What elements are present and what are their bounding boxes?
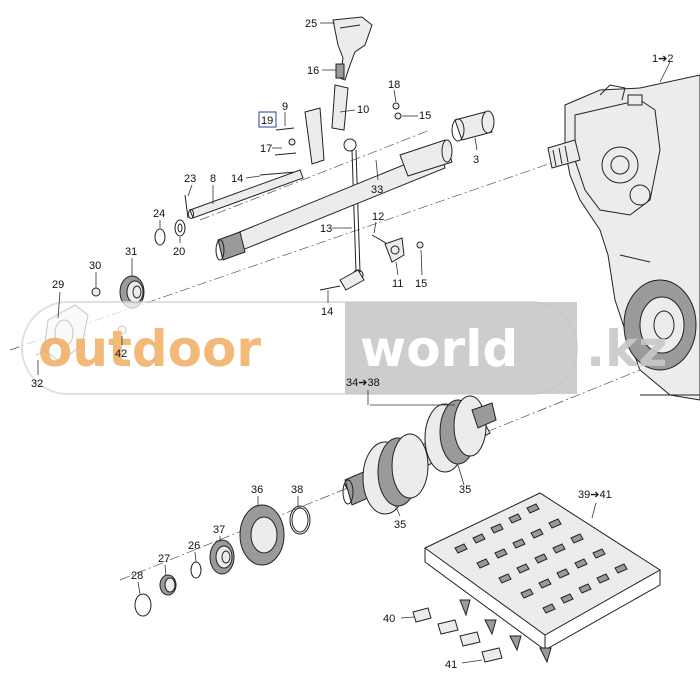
callout-10: 10 bbox=[357, 104, 369, 116]
spring bbox=[335, 63, 345, 79]
callout-24: 24 bbox=[153, 208, 165, 220]
ring-38 bbox=[289, 505, 311, 535]
callout-29: 29 bbox=[52, 279, 64, 291]
track-cleat bbox=[542, 603, 556, 614]
callout-13: 13 bbox=[320, 223, 332, 235]
track-cleat bbox=[526, 503, 540, 514]
watermark-kz: .kz bbox=[586, 320, 667, 378]
bearing-37 bbox=[209, 539, 235, 575]
track-cleat bbox=[454, 543, 468, 554]
bracket-11 bbox=[371, 234, 405, 263]
callout-25: 25 bbox=[305, 18, 317, 30]
callout-40: 40 bbox=[383, 613, 395, 625]
circlip-28 bbox=[134, 593, 152, 617]
bearing-31 bbox=[119, 275, 145, 309]
track-cleat bbox=[494, 548, 508, 559]
watermark-world: world bbox=[360, 320, 518, 378]
sleeve bbox=[451, 110, 495, 142]
gearbox-housing bbox=[547, 74, 700, 401]
callout-23: 23 bbox=[184, 173, 196, 185]
track-cleat bbox=[556, 568, 570, 579]
track-cleat bbox=[552, 543, 566, 554]
callout-34-to-38: 34➔38 bbox=[346, 377, 380, 389]
small-bolts bbox=[184, 102, 424, 291]
callout-33: 33 bbox=[371, 184, 383, 196]
callout-15a: 15 bbox=[419, 110, 431, 122]
track-cleat bbox=[538, 578, 552, 589]
leader-lines bbox=[37, 22, 671, 664]
callout-38: 38 bbox=[291, 484, 303, 496]
callout-15b: 15 bbox=[415, 278, 427, 290]
track-cleat bbox=[472, 533, 486, 544]
track-cleat bbox=[476, 558, 490, 569]
callout-17: 17 bbox=[260, 143, 272, 155]
track-section bbox=[424, 492, 661, 664]
track-cleat bbox=[516, 563, 530, 574]
small-rings bbox=[154, 219, 186, 246]
callout-39-to-41: 39➔41 bbox=[578, 489, 612, 501]
track-cleats bbox=[454, 503, 628, 614]
callout-37: 37 bbox=[213, 524, 225, 536]
callout-35b: 35 bbox=[394, 519, 406, 531]
track-cleat bbox=[596, 573, 610, 584]
track-cleat bbox=[490, 523, 504, 534]
callout-16: 16 bbox=[307, 65, 319, 77]
seal-36 bbox=[239, 504, 285, 566]
callout-31: 31 bbox=[125, 246, 137, 258]
watermark: outdoor world .kz bbox=[21, 301, 667, 395]
callout-8: 8 bbox=[210, 173, 216, 185]
callout-9: 9 bbox=[282, 101, 288, 113]
highlight-box bbox=[258, 111, 277, 128]
track-cleat bbox=[520, 588, 534, 599]
callout-14b: 14 bbox=[321, 306, 333, 318]
track-cleat bbox=[574, 558, 588, 569]
callout-11: 11 bbox=[392, 278, 403, 290]
track-cleat bbox=[570, 533, 584, 544]
shaft-8 bbox=[188, 169, 304, 219]
callout-18: 18 bbox=[388, 79, 400, 91]
drive-sprocket-assembly bbox=[342, 395, 497, 515]
track-cleat bbox=[530, 528, 544, 539]
callout-30: 30 bbox=[89, 260, 101, 272]
callout-19: 19 bbox=[261, 115, 273, 127]
callout-26: 26 bbox=[188, 540, 200, 552]
callout-20: 20 bbox=[173, 246, 185, 258]
callout-27: 27 bbox=[158, 553, 170, 565]
track-cleat bbox=[508, 513, 522, 524]
track-cleat bbox=[534, 553, 548, 564]
track-cleat bbox=[614, 563, 628, 574]
ring-26 bbox=[190, 561, 202, 579]
shift-linkage bbox=[304, 84, 365, 291]
track-cleat bbox=[592, 548, 606, 559]
main-shaft bbox=[215, 139, 453, 261]
track-cleat bbox=[498, 573, 512, 584]
callout-28: 28 bbox=[131, 570, 143, 582]
track-cleat bbox=[560, 593, 574, 604]
track-clips bbox=[412, 607, 503, 663]
callout-labels: 25 16 18 1➔2 9 19 10 15 17 8 23 14 3 33 … bbox=[31, 18, 673, 671]
callout-12: 12 bbox=[372, 211, 384, 223]
track-cleat bbox=[512, 538, 526, 549]
callout-36: 36 bbox=[251, 484, 263, 496]
watermark-outdoor: outdoor bbox=[38, 320, 261, 378]
cap-27 bbox=[159, 574, 177, 596]
callout-41: 41 bbox=[445, 659, 457, 671]
callout-14a: 14 bbox=[231, 173, 243, 185]
callout-42: 42 bbox=[115, 348, 127, 360]
track-cleat bbox=[578, 583, 592, 594]
callout-1-to-2: 1➔2 bbox=[652, 53, 673, 65]
callout-3: 3 bbox=[473, 154, 479, 166]
callout-32: 32 bbox=[31, 378, 43, 390]
callout-35a: 35 bbox=[459, 484, 471, 496]
track-cleat bbox=[548, 518, 562, 529]
